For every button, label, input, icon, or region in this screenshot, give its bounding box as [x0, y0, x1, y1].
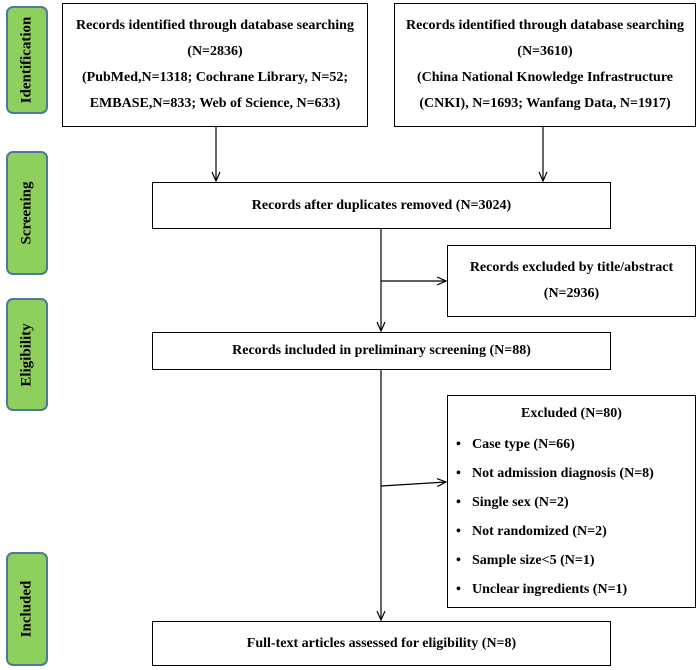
exclusion-reason-item: Sample size<5 (N=1) — [448, 546, 695, 575]
identified-english-heading: Records identified through database sear… — [76, 18, 354, 33]
phase-screening: Screening — [6, 151, 48, 275]
identified-chinese-heading: Records identified through database sear… — [406, 18, 684, 33]
identified-chinese-total: (N=3610) — [517, 44, 573, 59]
excluded-reasons-box: Excluded (N=80) Case type (N=66) Not adm… — [447, 395, 696, 608]
phase-eligibility: Eligibility — [6, 298, 48, 411]
full-text-assessed-text: Full-text articles assessed for eligibil… — [246, 635, 517, 651]
exclusion-reason-item: Not admission diagnosis (N=8) — [448, 459, 695, 488]
identified-chinese-sources-2: (CNKI), N=1693; Wanfang Data, N=1917) — [419, 96, 671, 111]
duplicates-removed-text: Records after duplicates removed (N=3024… — [251, 197, 512, 213]
identified-english-sources-1: (PubMed,N=1318; Cochrane Library, N=52; — [82, 70, 348, 85]
preliminary-screening-box: Records included in preliminary screenin… — [152, 332, 611, 370]
exclusion-reason-item: Single sex (N=2) — [448, 488, 695, 517]
identified-chinese-sources-1: (China National Knowledge Infrastructure — [416, 70, 674, 85]
exclusion-reason-item: Unclear ingredients (N=1) — [448, 575, 695, 604]
excluded-title-abstract-count: (N=2936) — [543, 286, 600, 301]
duplicates-removed-box: Records after duplicates removed (N=3024… — [152, 182, 611, 229]
excluded-title-abstract-box: Records excluded by title/abstract (N=29… — [447, 245, 696, 317]
preliminary-screening-text: Records included in preliminary screenin… — [232, 343, 531, 358]
exclusion-reason-item: Case type (N=66) — [448, 430, 695, 459]
excluded-title-abstract-heading: Records excluded by title/abstract — [469, 260, 674, 275]
excluded-reasons-list: Case type (N=66) Not admission diagnosis… — [448, 430, 695, 604]
phase-included-label: Included — [18, 580, 35, 638]
phase-identification: Identification — [6, 6, 48, 114]
identified-english-databases-box: Records identified through database sear… — [62, 3, 368, 127]
arrow-to-excluded-reasons — [380, 482, 446, 486]
phase-eligibility-label: Eligibility — [18, 322, 35, 387]
phase-included: Included — [6, 552, 48, 666]
excluded-reasons-title: Excluded (N=80) — [521, 406, 622, 421]
identified-chinese-databases-box: Records identified through database sear… — [394, 3, 696, 127]
exclusion-reason-item: Not randomized (N=2) — [448, 517, 695, 546]
phase-identification-label: Identification — [18, 16, 35, 104]
phase-screening-label: Screening — [18, 181, 35, 245]
identified-english-total: (N=2836) — [187, 44, 243, 59]
identified-english-sources-2: EMBASE,N=833; Web of Science, N=633) — [89, 96, 341, 111]
full-text-assessed-box: Full-text articles assessed for eligibil… — [152, 621, 611, 666]
